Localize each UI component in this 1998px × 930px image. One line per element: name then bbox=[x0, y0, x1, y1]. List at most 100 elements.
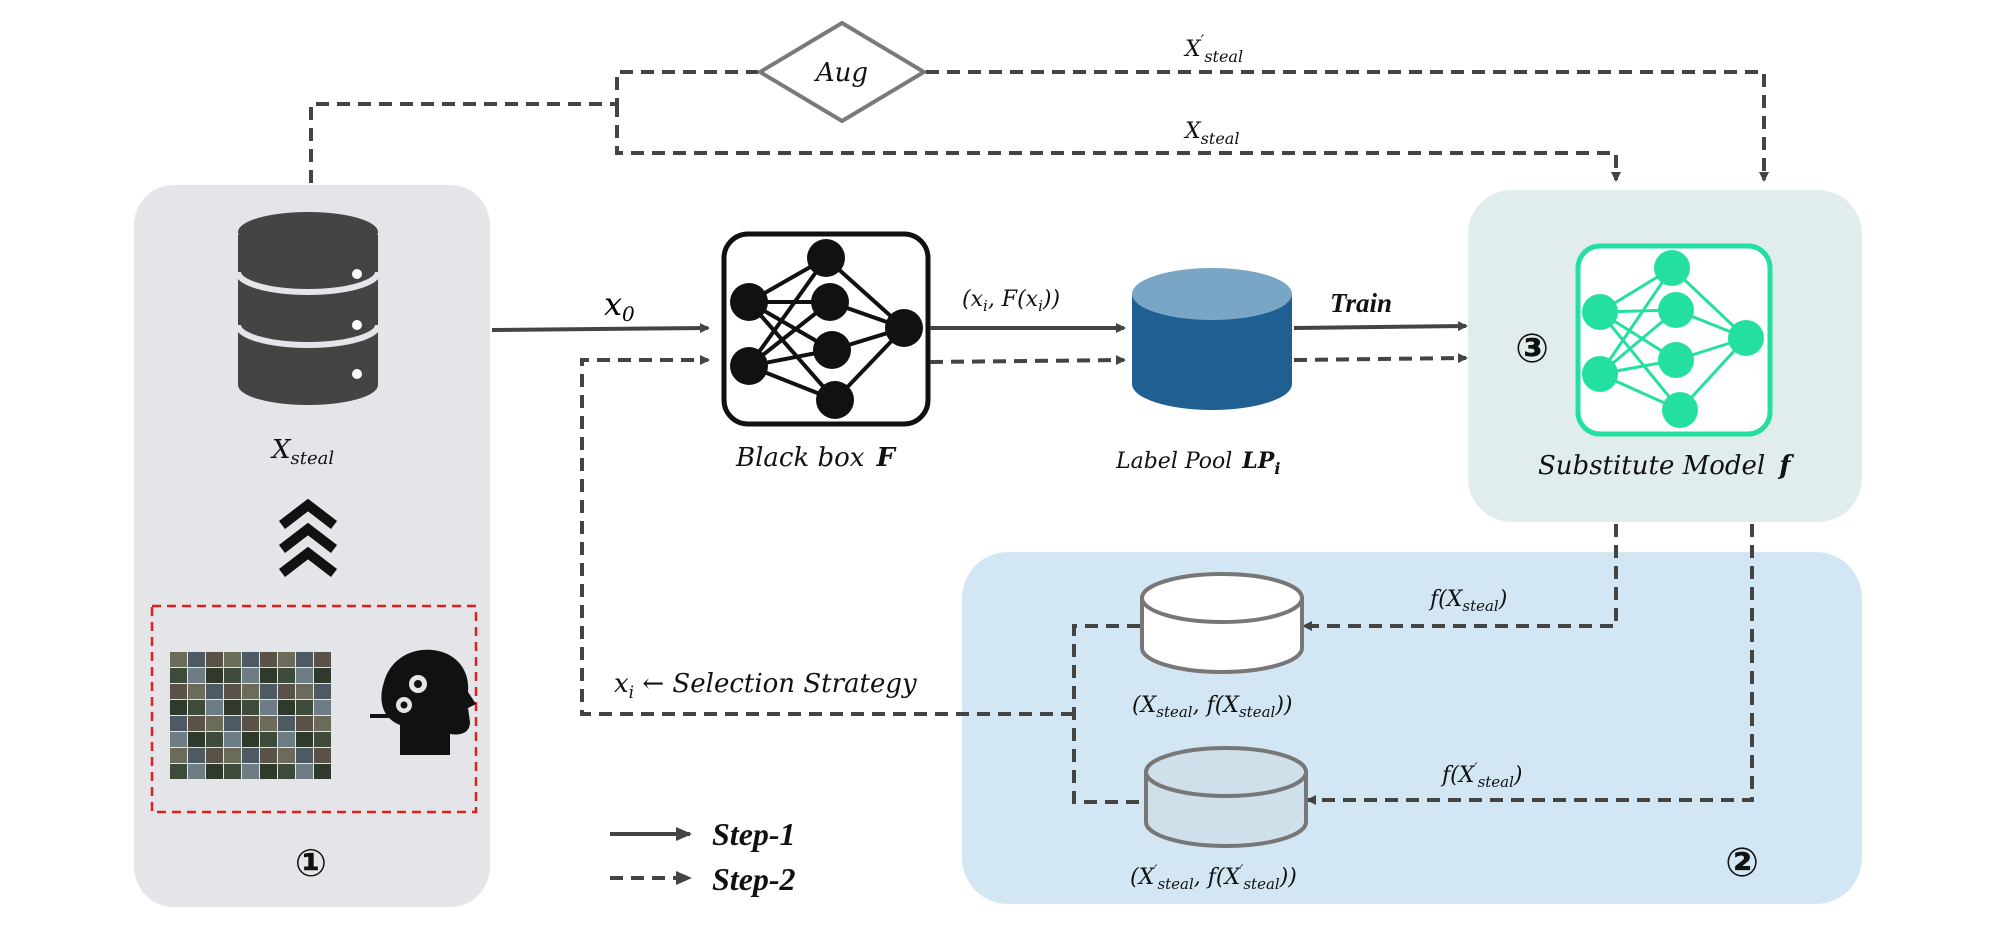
database-icon bbox=[235, 212, 381, 405]
source-to-aug-edge bbox=[309, 70, 758, 183]
thumbnail bbox=[260, 668, 277, 683]
thumbnail bbox=[260, 748, 277, 763]
step-number-3: ③ bbox=[1515, 326, 1549, 372]
pool-a-node bbox=[1140, 572, 1304, 674]
selection-box bbox=[150, 604, 478, 814]
query-result-edge-step2 bbox=[929, 355, 1126, 366]
thumbnail bbox=[242, 764, 259, 779]
thumbnail bbox=[296, 668, 313, 683]
thumbnail bbox=[314, 716, 331, 731]
thumbnail bbox=[242, 732, 259, 747]
edge-label-query: x0 bbox=[604, 285, 635, 326]
thumbnail bbox=[224, 716, 241, 731]
thumbnail bbox=[224, 684, 241, 699]
thumbnail bbox=[206, 764, 223, 779]
edge-label-x-steal-prime: X′steal bbox=[1183, 31, 1243, 66]
thumbnail bbox=[296, 748, 313, 763]
pool-b-node bbox=[1144, 746, 1308, 848]
thumbnail bbox=[224, 748, 241, 763]
thumbnail bbox=[170, 748, 187, 763]
thumbnail bbox=[188, 764, 205, 779]
thumbnail bbox=[170, 764, 187, 779]
human-head-gears-icon bbox=[370, 649, 476, 755]
legend: Step-1 Step-2 bbox=[610, 816, 796, 897]
thumbnail bbox=[242, 652, 259, 667]
image-grid-icon bbox=[170, 652, 331, 779]
thumbnail bbox=[206, 732, 223, 747]
xsteal-route-edge bbox=[615, 104, 1621, 182]
aug-label: Aug bbox=[814, 58, 868, 88]
thumbnail bbox=[314, 684, 331, 699]
thumbnail bbox=[296, 700, 313, 715]
thumbnail bbox=[314, 748, 331, 763]
thumbnail bbox=[170, 716, 187, 731]
thumbnail bbox=[278, 700, 295, 715]
thumbnail bbox=[188, 732, 205, 747]
thumbnail bbox=[260, 684, 277, 699]
f-x-steal-edge bbox=[1302, 524, 1618, 631]
thumbnail bbox=[242, 748, 259, 763]
thumbnail bbox=[170, 684, 187, 699]
thumbnail bbox=[296, 652, 313, 667]
thumbnail bbox=[224, 764, 241, 779]
thumbnail bbox=[296, 684, 313, 699]
thumbnail bbox=[224, 668, 241, 683]
f-x-steal-prime-edge bbox=[1306, 524, 1754, 805]
thumbnail bbox=[278, 764, 295, 779]
thumbnail bbox=[314, 732, 331, 747]
thumbnail bbox=[296, 732, 313, 747]
thumbnail bbox=[224, 732, 241, 747]
edge-label-x-steal: Xsteal bbox=[1183, 119, 1239, 148]
thumbnail bbox=[314, 764, 331, 779]
thumbnail bbox=[278, 748, 295, 763]
query-edge bbox=[491, 323, 710, 334]
thumbnail bbox=[278, 716, 295, 731]
thumbnail bbox=[314, 700, 331, 715]
thumbnail bbox=[206, 748, 223, 763]
aug-node bbox=[756, 20, 928, 124]
thumbnail bbox=[170, 732, 187, 747]
thumbnail bbox=[206, 700, 223, 715]
thumbnail bbox=[188, 684, 205, 699]
thumbnail bbox=[206, 684, 223, 699]
step-number-1: ① bbox=[295, 841, 327, 885]
thumbnail bbox=[188, 748, 205, 763]
edge-label-selection: xi ← Selection Strategy bbox=[614, 669, 917, 703]
thumbnail bbox=[242, 684, 259, 699]
aug-to-substitute-edge bbox=[926, 70, 1769, 182]
thumbnail bbox=[278, 668, 295, 683]
thumbnail bbox=[170, 700, 187, 715]
thumbnail bbox=[278, 652, 295, 667]
thumbnail bbox=[314, 652, 331, 667]
thumbnail bbox=[224, 652, 241, 667]
thumbnail bbox=[260, 732, 277, 747]
thumbnail bbox=[278, 684, 295, 699]
edge-label-query-result: (xi, F(xi)) bbox=[962, 287, 1060, 315]
thumbnail bbox=[296, 764, 313, 779]
thumbnail bbox=[224, 700, 241, 715]
thumbnail bbox=[242, 716, 259, 731]
thumbnail bbox=[170, 668, 187, 683]
thumbnail bbox=[296, 716, 313, 731]
thumbnail bbox=[242, 700, 259, 715]
thumbnail bbox=[188, 716, 205, 731]
chevron-up-icon bbox=[278, 498, 338, 577]
selection-to-blackbox-edge bbox=[580, 355, 1074, 716]
train-edge bbox=[1293, 321, 1468, 332]
thumbnail bbox=[170, 652, 187, 667]
thumbnail bbox=[206, 668, 223, 683]
thumbnail bbox=[188, 668, 205, 683]
thumbnail bbox=[242, 668, 259, 683]
train-edge-step2 bbox=[1293, 353, 1468, 364]
thumbnail bbox=[314, 668, 331, 683]
thumbnail bbox=[188, 700, 205, 715]
thumbnail bbox=[206, 716, 223, 731]
thumbnail bbox=[206, 652, 223, 667]
thumbnail bbox=[188, 652, 205, 667]
thumbnail bbox=[260, 764, 277, 779]
substitute-network-icon bbox=[1582, 250, 1764, 428]
legend-step2-label: Step-2 bbox=[712, 861, 796, 897]
edge-label-train: Train bbox=[1330, 288, 1392, 318]
